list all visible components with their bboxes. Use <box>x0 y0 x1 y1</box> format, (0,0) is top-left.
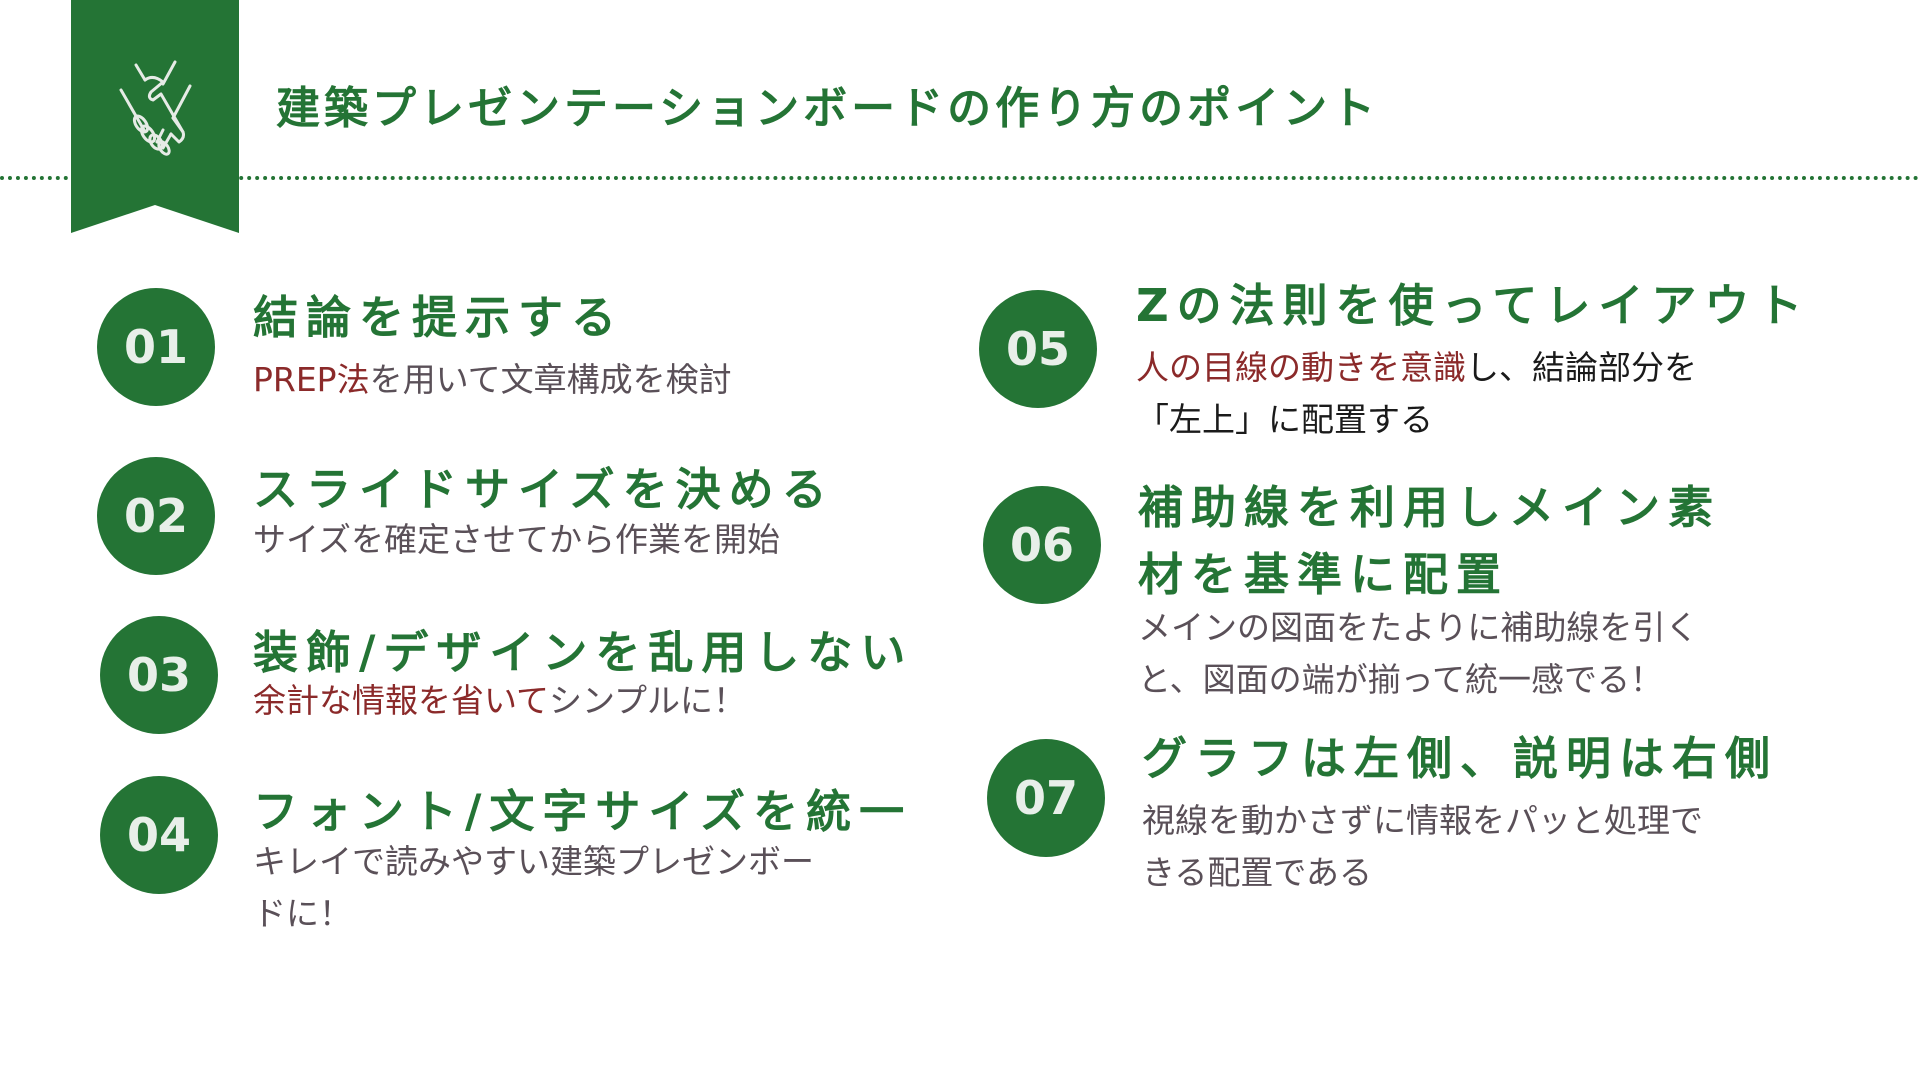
description-line: キレイで読みやすい建築プレゼンボー <box>253 842 814 881</box>
point-number-badge: 01 <box>97 288 215 406</box>
point-description: 余計な情報を省いてシンプルに！ <box>253 675 913 727</box>
point-item: 結論を提示する PREP法を用いて文章構成を検討 <box>253 286 732 406</box>
point-description: PREP法を用いて文章構成を検討 <box>253 354 732 406</box>
description-line: 視線を動かさずに情報をパッと処理で <box>1142 801 1703 840</box>
point-number-badge: 03 <box>100 616 218 734</box>
highlight-text: 人の目線の動きを意識 <box>1136 348 1466 387</box>
point-heading: Zの法則を使ってレイアウト <box>1136 279 1811 332</box>
description-line: きる配置である <box>1142 853 1373 892</box>
description-text: を用いて文章構成を検討 <box>369 360 732 399</box>
point-description: サイズを確定させてから作業を開始 <box>253 520 781 559</box>
point-description: 人の目線の動きを意識し、結論部分を 「左上」に配置する <box>1136 342 1810 446</box>
description-text: シンプルに！ <box>549 681 747 720</box>
highlight-text: PREP法 <box>253 360 370 399</box>
point-item: グラフは左側、説明は右側 視線を動かさずに情報をパッと処理で きる配置である <box>1142 727 1778 899</box>
page-title: 建築プレゼンテーションボードの作り方のポイント <box>276 83 1380 134</box>
header-ribbon <box>71 0 239 233</box>
point-heading: 補助線を利用しメイン素 材を基準に配置 <box>1138 474 1721 608</box>
description-line: 「左上」に配置する <box>1136 400 1433 439</box>
header-divider <box>0 176 1920 180</box>
point-heading: 装飾/デザインを乱用しない <box>253 626 914 679</box>
point-heading: グラフは左側、説明は右側 <box>1142 732 1779 785</box>
point-heading: 結論を提示する <box>253 291 625 344</box>
highlight-text: 余計な情報を省いて <box>253 681 550 720</box>
description-line: メインの図面をたよりに補助線を引く <box>1138 608 1699 647</box>
point-number-badge: 07 <box>987 739 1105 857</box>
point-number-badge: 04 <box>100 776 218 894</box>
point-item: Zの法則を使ってレイアウト 人の目線の動きを意識し、結論部分を 「左上」に配置す… <box>1136 274 1810 446</box>
point-item: フォント/文字サイズを統一 キレイで読みやすい建築プレゼンボー ドに！ <box>253 780 912 940</box>
point-number-badge: 05 <box>979 290 1097 408</box>
description-line: と、図面の端が揃って統一感でる！ <box>1138 660 1664 699</box>
point-number-badge: 06 <box>983 486 1101 604</box>
point-number-badge: 02 <box>97 457 215 575</box>
point-heading: フォント/文字サイズを統一 <box>253 785 913 838</box>
heading-line: 補助線を利用しメイン素 <box>1138 481 1722 534</box>
point-item: スライドサイズを決める サイズを確定させてから作業を開始 <box>253 458 835 566</box>
point-description: キレイで読みやすい建築プレゼンボー ドに！ <box>253 836 912 940</box>
point-item: 補助線を利用しメイン素 材を基準に配置 メインの図面をたよりに補助線を引く と、… <box>1138 474 1721 706</box>
point-description: 視線を動かさずに情報をパッと処理で きる配置である <box>1142 795 1778 899</box>
point-heading: スライドサイズを決める <box>253 463 835 516</box>
point-description: メインの図面をたよりに補助線を引く と、図面の端が揃って統一感でる！ <box>1138 602 1721 706</box>
heading-line: 材を基準に配置 <box>1138 548 1510 601</box>
description-text: し、結論部分を <box>1466 348 1697 387</box>
description-line: ドに！ <box>253 894 352 933</box>
ribbon-overlay <box>71 170 239 184</box>
handshake-icon <box>119 60 192 156</box>
point-item: 装飾/デザインを乱用しない 余計な情報を省いてシンプルに！ <box>253 621 913 727</box>
